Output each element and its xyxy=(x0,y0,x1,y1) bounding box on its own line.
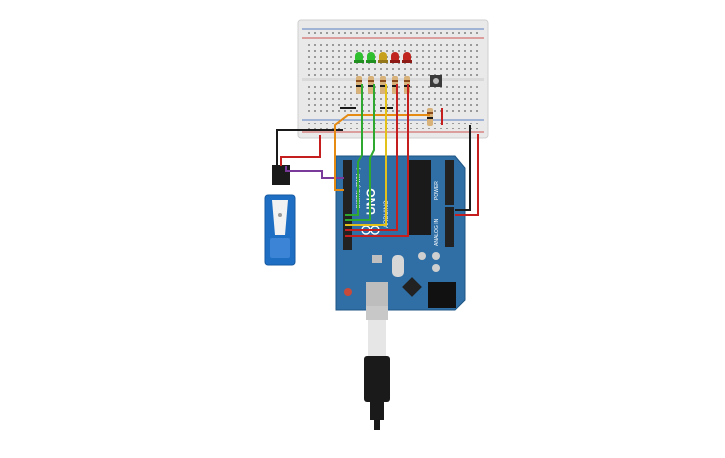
led-red-2[interactable] xyxy=(402,52,412,63)
analog-label: ANALOG IN xyxy=(434,218,440,246)
led-array xyxy=(354,52,412,63)
wire-orange-button xyxy=(334,114,430,191)
servo-motor[interactable] xyxy=(264,165,296,266)
wire-green-1 xyxy=(345,84,363,216)
wire-red-2 xyxy=(345,84,409,237)
wire-black-servo xyxy=(276,129,343,166)
led-green-2[interactable] xyxy=(366,52,376,63)
resistor-2-icon[interactable] xyxy=(368,76,374,94)
resistor-button-icon[interactable] xyxy=(427,108,433,126)
resistor-1-icon[interactable] xyxy=(356,76,362,94)
resistor-3-icon[interactable] xyxy=(380,76,386,94)
wire-red-1 xyxy=(345,84,398,231)
led-yellow[interactable] xyxy=(378,52,388,63)
power-label: POWER xyxy=(434,181,440,200)
wire-red-5v xyxy=(455,134,479,216)
wire-purple-servo xyxy=(285,166,344,179)
push-button-icon[interactable] xyxy=(430,75,442,87)
usb-cable-icon xyxy=(364,306,390,430)
led-green-1[interactable] xyxy=(354,52,364,63)
arduino-board: UNO ARDUINO DIGITAL (PWM ~) POWER ANALOG… xyxy=(335,155,466,311)
wire-yellow xyxy=(345,84,387,226)
wire-red-servo xyxy=(280,135,321,166)
led-red-1[interactable] xyxy=(390,52,400,63)
wire-green-2 xyxy=(345,84,375,221)
wire-black-gnd xyxy=(455,125,471,211)
